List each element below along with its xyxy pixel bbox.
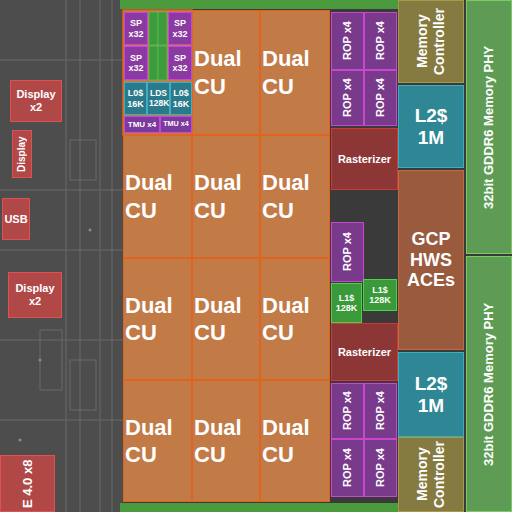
memory-controller: Memory Controller (398, 0, 464, 83)
rasterizer-block-label: Rasterizer (338, 346, 391, 359)
compute-unit-label: Dual CU (125, 414, 190, 469)
io-block-label: Display x2 (10, 282, 60, 307)
cache-block: L2$ 1M (398, 85, 464, 168)
cache-block-label: L1$ 128K (333, 293, 360, 314)
memory-phy-label: 32bit GDDR6 Memory PHY (481, 3, 497, 251)
shader-block: SP x32 (124, 46, 148, 80)
rop-block: ROP x4 (331, 439, 364, 497)
io-area (0, 0, 123, 512)
command-block-label: GCP HWS ACEs (400, 229, 462, 291)
io-block-label: Display x2 (12, 88, 60, 113)
shader-block: SP x32 (168, 46, 192, 80)
io-block: Display (12, 130, 32, 178)
compute-unit: Dual CU (260, 10, 330, 135)
io-block: Display x2 (10, 80, 62, 122)
die-texture (0, 0, 123, 512)
rasterizer-block: Rasterizer (331, 128, 398, 190)
rop-block-label: ROP x4 (374, 15, 387, 67)
io-block: USB (2, 198, 30, 240)
rop-block-label: ROP x4 (374, 73, 387, 123)
compute-unit: Dual CU (123, 380, 192, 502)
command-block: GCP HWS ACEs (398, 170, 464, 350)
rop-block: ROP x4 (331, 383, 364, 439)
memory-phy: 32bit GDDR6 Memory PHY (466, 256, 512, 512)
rop-block-label: ROP x4 (374, 442, 387, 494)
shader-block-label: SP x32 (126, 18, 146, 39)
cache-block-label: L1$ 128K (365, 285, 395, 306)
memory-phy: 32bit GDDR6 Memory PHY (466, 0, 512, 254)
rop-block-label: ROP x4 (341, 225, 354, 279)
bottom-strip (120, 503, 398, 512)
rasterizer-block: Rasterizer (331, 323, 398, 381)
rop-block-label: ROP x4 (341, 73, 354, 123)
rop-block: ROP x4 (331, 222, 364, 282)
texture-block: TMU x4 (160, 116, 192, 133)
compute-unit-label: Dual CU (194, 45, 258, 100)
compute-unit-label: Dual CU (262, 169, 328, 224)
cache-block: L1$ 128K (331, 283, 362, 323)
rop-block: ROP x4 (364, 439, 397, 497)
io-block-label: Display (16, 133, 28, 175)
compute-unit-label: Dual CU (194, 292, 258, 347)
rasterizer-block-label: Rasterizer (338, 153, 391, 166)
rop-block-label: ROP x4 (341, 15, 354, 67)
top-strip (120, 0, 398, 9)
memory-controller-label: Memory Controller (414, 440, 448, 509)
compute-unit: Dual CU (260, 380, 330, 502)
compute-unit-label: Dual CU (194, 414, 258, 469)
cache-block: L2$ 1M (398, 352, 464, 437)
rop-block: ROP x4 (364, 70, 397, 126)
memory-controller-label: Memory Controller (414, 3, 448, 80)
compute-unit: Dual CU (192, 10, 260, 135)
shader-block: SP x32 (168, 12, 192, 45)
cache-block: L0$ 16K (124, 82, 147, 115)
cache-block-label: LDS 128K (149, 89, 168, 109)
texture-block-label: TMU x4 (163, 120, 189, 128)
compute-unit: Dual CU (192, 380, 260, 502)
dual-cu-detail (123, 10, 192, 135)
compute-unit: Dual CU (192, 135, 260, 258)
rop-block: ROP x4 (331, 70, 364, 126)
scheduler-cells (149, 12, 167, 80)
cache-block: LDS 128K (147, 82, 170, 115)
cache-block-label: L0$ 16K (126, 88, 145, 109)
compute-unit: Dual CU (192, 258, 260, 380)
rop-block: ROP x4 (364, 12, 397, 70)
compute-unit-label: Dual CU (194, 169, 258, 224)
shader-block: SP x32 (124, 12, 148, 45)
io-block: Display x2 (8, 272, 62, 318)
compute-unit-label: Dual CU (262, 45, 328, 100)
rop-block: ROP x4 (364, 383, 397, 439)
cache-block: L1$ 128K (363, 279, 397, 311)
io-block: E 4.0 x8 (0, 455, 55, 512)
texture-block-label: TMU x4 (128, 120, 156, 129)
shader-block-label: SP x32 (126, 53, 146, 74)
cache-block-label: L2$ 1M (400, 105, 462, 149)
compute-unit: Dual CU (260, 258, 330, 380)
compute-unit-label: Dual CU (262, 414, 328, 469)
compute-unit-label: Dual CU (125, 292, 190, 347)
shader-block-label: SP x32 (170, 53, 190, 74)
texture-block: TMU x4 (124, 116, 160, 133)
memory-controller: Memory Controller (398, 437, 464, 512)
compute-unit: Dual CU (260, 135, 330, 258)
rop-block-label: ROP x4 (374, 386, 387, 436)
memory-phy-label: 32bit GDDR6 Memory PHY (481, 259, 497, 509)
rop-block-label: ROP x4 (341, 386, 354, 436)
compute-unit-label: Dual CU (262, 292, 328, 347)
compute-unit-label: Dual CU (125, 169, 190, 224)
compute-unit: Dual CU (123, 135, 192, 258)
compute-unit: Dual CU (123, 258, 192, 380)
rop-block: ROP x4 (331, 12, 364, 70)
shader-block-label: SP x32 (170, 18, 190, 39)
cache-block-label: L2$ 1M (400, 373, 462, 417)
io-block-label: USB (4, 213, 27, 226)
cache-block: L0$ 16K (170, 82, 192, 115)
io-block-label: E 4.0 x8 (20, 458, 36, 509)
cache-block-label: L0$ 16K (172, 88, 190, 109)
rop-block-label: ROP x4 (341, 442, 354, 494)
